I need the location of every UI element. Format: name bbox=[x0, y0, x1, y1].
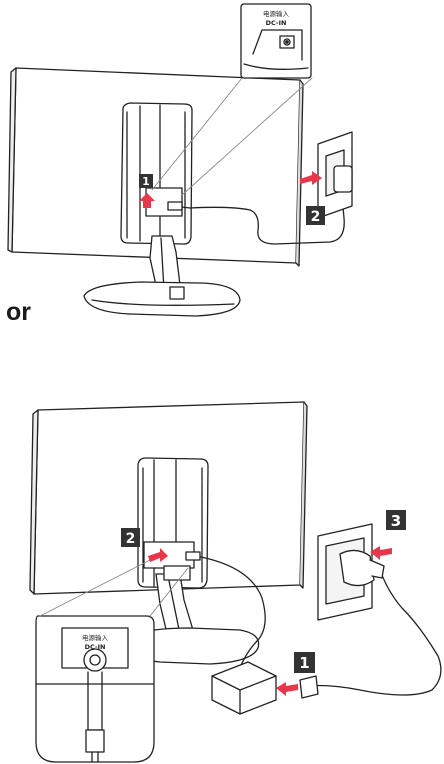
bottom-step-badge-3: 3 bbox=[386, 510, 406, 530]
bottom-step-badge-1: 1 bbox=[294, 652, 315, 673]
bottom-step-badge-2: 2 bbox=[121, 528, 140, 547]
top-port-label-cn: 电源输入 bbox=[263, 9, 290, 18]
top-step-1-label: 1 bbox=[142, 175, 150, 188]
bottom-step-3-label: 3 bbox=[391, 512, 401, 530]
top-port-label-en: DC-IN bbox=[266, 19, 287, 27]
top-diagram bbox=[8, 4, 352, 316]
top-stand-neck bbox=[121, 103, 192, 244]
bottom-step-2-label: 2 bbox=[126, 531, 136, 547]
bottom-adapter-arrow bbox=[276, 682, 298, 696]
bottom-diagram bbox=[30, 402, 441, 762]
top-step-badge-1: 1 bbox=[139, 174, 153, 188]
bottom-step-1-label: 1 bbox=[299, 654, 309, 672]
bottom-port-label-cn: 电源输入 bbox=[82, 633, 109, 642]
or-separator: or bbox=[6, 298, 31, 327]
top-wall-outlet bbox=[318, 132, 352, 218]
bottom-power-adapter bbox=[212, 662, 276, 714]
bottom-wall-arrow bbox=[370, 546, 392, 560]
bottom-wall-outlet bbox=[318, 524, 384, 620]
bottom-port-label-en: DC-IN bbox=[85, 643, 106, 651]
top-step-2-label: 2 bbox=[311, 209, 321, 225]
top-step-badge-2: 2 bbox=[306, 206, 325, 225]
